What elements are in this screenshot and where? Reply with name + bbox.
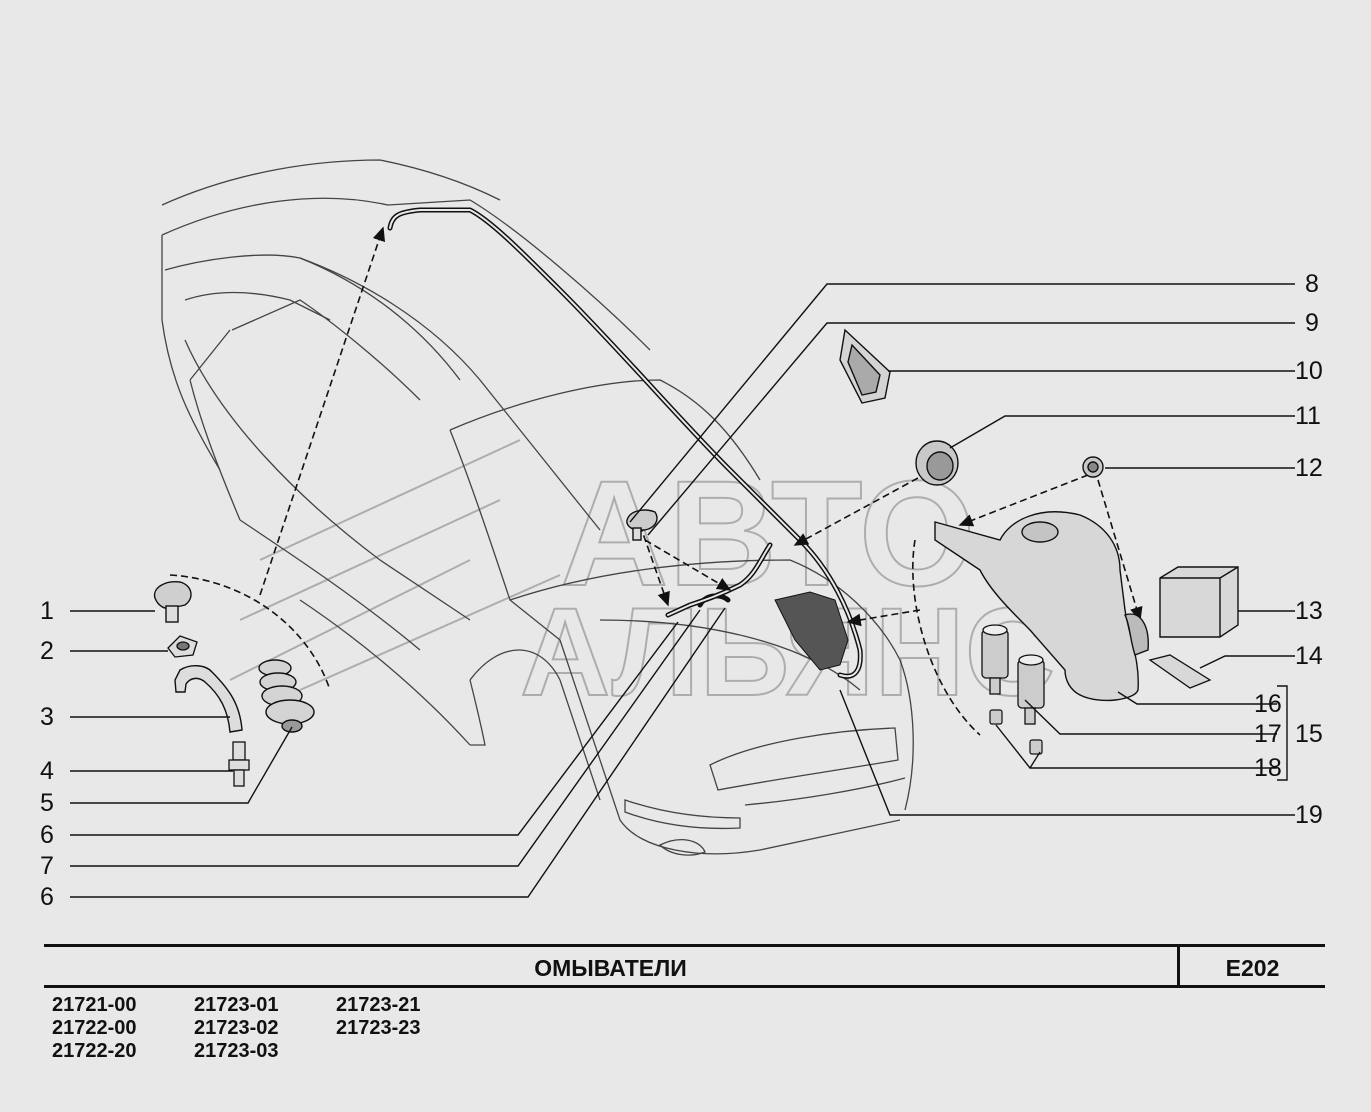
watermark-line-1: АВТО: [560, 449, 976, 617]
engine-bay-area: [774, 591, 849, 671]
callout-6-lower: 6: [40, 883, 54, 911]
callout-7: 7: [40, 852, 54, 880]
callout-19: 19: [1295, 801, 1323, 829]
callout-18: 18: [1254, 754, 1282, 782]
model-code: 21723-21: [336, 994, 421, 1016]
part-cap-small: [1082, 456, 1104, 478]
model-code: 21722-20: [52, 1040, 137, 1062]
callout-11: 11: [1295, 402, 1321, 430]
callout-2: 2: [40, 637, 54, 665]
callout-4: 4: [40, 757, 54, 785]
callout-14: 14: [1295, 642, 1323, 670]
callout-1: 1: [40, 597, 54, 625]
page-code: E202: [1225, 955, 1280, 981]
part-pump-1: [981, 624, 1009, 695]
model-code: 21722-00: [52, 1017, 137, 1039]
model-list: 21721-00 21723-01 21723-21 21722-00 2172…: [52, 994, 478, 1062]
part-box: [1159, 566, 1239, 638]
car-outline: [161, 159, 914, 856]
leader-lines: [70, 283, 1295, 898]
callout-17: 17: [1254, 720, 1282, 748]
callout-12: 12: [1295, 454, 1323, 482]
callout-8: 8: [1305, 270, 1319, 298]
model-code: 21721-00: [52, 994, 137, 1016]
model-code: 21723-02: [194, 1017, 279, 1039]
part-nozzle: [153, 581, 192, 623]
callout-15: 15: [1295, 720, 1323, 748]
model-code: 21723-03: [194, 1040, 279, 1062]
part-pump-2: [1017, 654, 1045, 725]
part-bracket: [839, 328, 891, 404]
part-seals-small: [989, 709, 1043, 755]
part-pad: [1148, 654, 1212, 689]
part-cap-large: [915, 440, 959, 486]
page-title: ОМЫВАТЕЛИ: [534, 955, 687, 981]
callout-13: 13: [1295, 597, 1323, 625]
model-code: 21723-23: [336, 1017, 421, 1039]
callout-5: 5: [40, 789, 54, 817]
callout-16: 16: [1254, 690, 1282, 718]
model-code: 21723-01: [194, 994, 279, 1016]
part-grommet: [258, 659, 315, 733]
callout-9: 9: [1305, 309, 1319, 337]
callout-3: 3: [40, 703, 54, 731]
part-seal: [167, 635, 198, 658]
washer-hose-inner: [389, 209, 862, 678]
callout-6-upper: 6: [40, 821, 54, 849]
title-block: ОМЫВАТЕЛИ E202: [44, 944, 1325, 988]
part-hose-elbow: [174, 665, 243, 733]
watermark-swoosh: [229, 439, 561, 691]
assembly-arrows: [169, 226, 1143, 736]
title-divider: [1177, 947, 1180, 985]
callout-10: 10: [1295, 357, 1323, 385]
part-reservoir: [934, 511, 1149, 702]
part-valve: [228, 741, 250, 787]
